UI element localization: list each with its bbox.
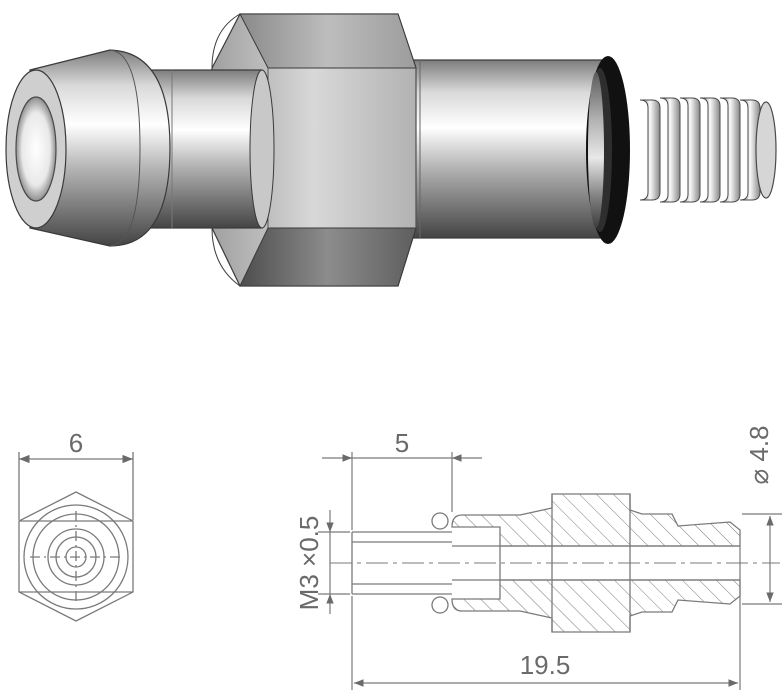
side-section-view bbox=[318, 452, 782, 690]
length-5-label: 5 bbox=[395, 428, 409, 458]
section-lower-hatch bbox=[451, 579, 741, 633]
width-dimension-label: 6 bbox=[69, 428, 83, 458]
fitting-render bbox=[5, 13, 777, 287]
thread-end-face bbox=[755, 101, 777, 199]
thread-section bbox=[351, 494, 740, 632]
diameter-label: ⌀ 4.8 bbox=[744, 425, 774, 484]
thread-ridge bbox=[659, 97, 681, 203]
body-cylinder bbox=[409, 59, 611, 239]
total-length-label: 19.5 bbox=[520, 650, 571, 680]
bore-hole bbox=[15, 96, 57, 202]
thread-ridge bbox=[679, 97, 701, 203]
collar bbox=[149, 69, 275, 229]
thread-ridge bbox=[639, 99, 661, 201]
thread-ridge bbox=[699, 97, 721, 203]
thread-ridge bbox=[719, 97, 741, 203]
cone-nose bbox=[5, 49, 171, 247]
o-ring bbox=[586, 56, 630, 244]
threaded-stud bbox=[639, 97, 777, 203]
oring-section-top bbox=[431, 512, 449, 530]
section-upper-hatch bbox=[451, 493, 741, 547]
thread-ridge bbox=[739, 99, 761, 201]
front-view bbox=[18, 452, 134, 622]
thread-label: M3 ×0.5 bbox=[294, 516, 324, 611]
oring-section-bottom bbox=[431, 596, 449, 614]
outer-circle bbox=[23, 504, 129, 610]
